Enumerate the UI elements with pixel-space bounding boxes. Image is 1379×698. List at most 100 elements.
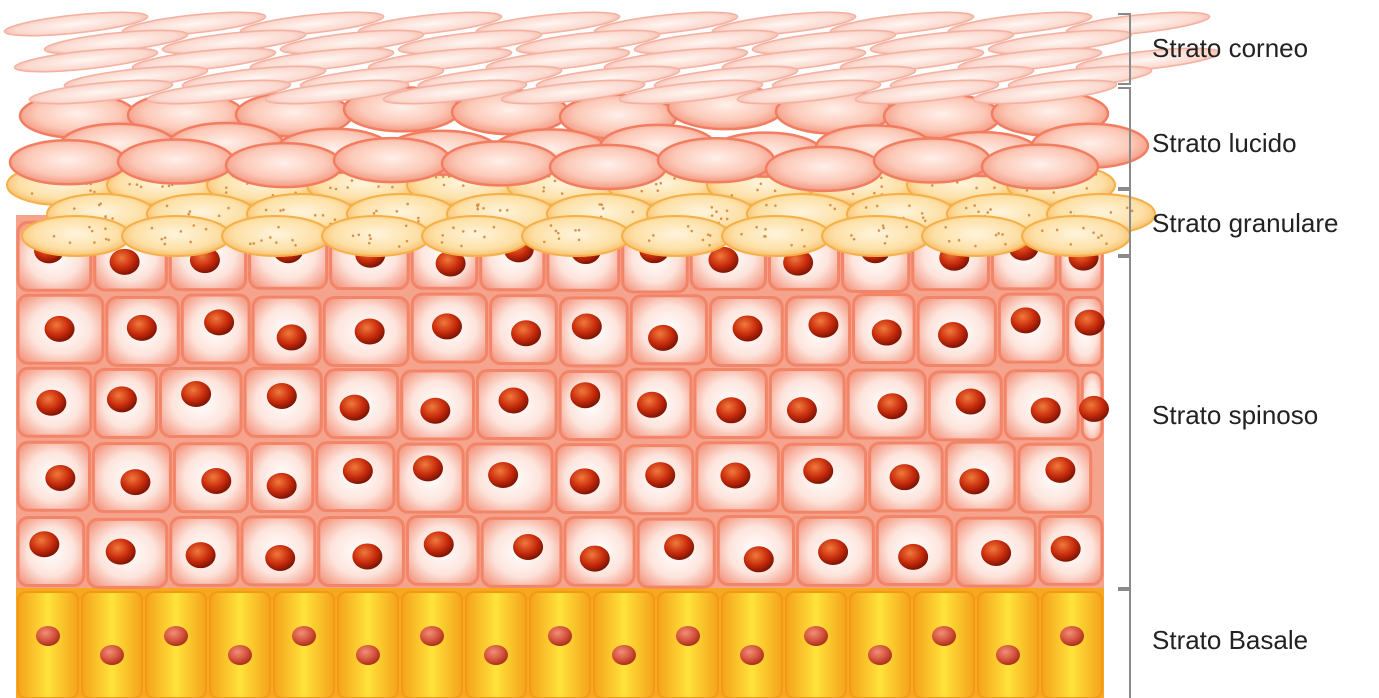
keratohyalin-granule xyxy=(977,210,980,213)
keratohyalin-granule xyxy=(53,235,56,238)
keratohyalin-granule xyxy=(756,189,759,192)
keratohyalin-granule xyxy=(164,243,167,246)
lucidum-cell xyxy=(874,138,990,182)
spinous-nucleus xyxy=(981,540,1011,566)
granular-cell xyxy=(122,216,230,256)
keratohyalin-granule xyxy=(948,240,951,243)
keratohyalin-granule xyxy=(225,191,228,194)
keratohyalin-granule xyxy=(726,210,729,213)
lucidum-cell xyxy=(10,140,126,184)
spinous-nucleus xyxy=(1079,396,1109,422)
keratohyalin-granule xyxy=(993,186,996,189)
keratohyalin-granule xyxy=(997,232,1000,235)
spinous-nucleus xyxy=(201,468,231,494)
lucidum-cell xyxy=(982,145,1098,189)
keratohyalin-granule xyxy=(406,240,409,243)
keratohyalin-granule xyxy=(346,186,349,189)
keratohyalin-granule xyxy=(269,236,272,239)
keratohyalin-granule xyxy=(1070,211,1073,214)
keratohyalin-granule xyxy=(555,230,558,233)
keratohyalin-granule xyxy=(882,227,885,230)
keratohyalin-granule xyxy=(253,242,256,245)
keratohyalin-granule xyxy=(759,182,762,185)
keratohyalin-granule xyxy=(358,233,361,236)
spinous-nucleus xyxy=(956,388,986,414)
keratohyalin-granule xyxy=(543,186,546,189)
keratohyalin-granule xyxy=(755,226,758,229)
keratohyalin-granule xyxy=(189,210,192,213)
basal-nucleus xyxy=(804,626,828,646)
keratohyalin-granule xyxy=(702,239,705,242)
keratohyalin-granule xyxy=(91,230,94,233)
keratohyalin-granule xyxy=(368,242,371,245)
spinous-nucleus xyxy=(1031,397,1061,423)
keratohyalin-granule xyxy=(1026,189,1029,192)
stratum-spinosum-cells xyxy=(18,220,1109,587)
keratohyalin-granule xyxy=(599,203,602,206)
keratohyalin-granule xyxy=(803,245,806,248)
keratohyalin-granule xyxy=(876,205,879,208)
keratohyalin-granule xyxy=(105,238,108,241)
keratohyalin-granule xyxy=(655,183,658,186)
keratohyalin-granule xyxy=(279,209,282,212)
keratohyalin-granule xyxy=(352,234,355,237)
spinous-nucleus xyxy=(898,544,928,570)
lucidum-cell xyxy=(658,138,774,182)
spinous-nucleus xyxy=(204,309,234,335)
keratohyalin-granule xyxy=(1110,211,1113,214)
keratohyalin-granule xyxy=(905,226,908,229)
keratohyalin-granule xyxy=(1052,191,1055,194)
spinous-nucleus xyxy=(1051,536,1081,562)
granular-cell xyxy=(922,216,1030,256)
keratohyalin-granule xyxy=(931,184,934,187)
keratohyalin-granule xyxy=(922,216,925,219)
basal-nucleus xyxy=(1060,626,1084,646)
keratohyalin-granule xyxy=(711,206,714,209)
keratohyalin-granule xyxy=(329,187,332,190)
keratohyalin-granule xyxy=(187,213,190,216)
keratohyalin-granule xyxy=(282,209,285,212)
lucidum-cell xyxy=(334,138,450,182)
spinous-nucleus xyxy=(1011,307,1041,333)
keratohyalin-granule xyxy=(260,239,263,242)
keratohyalin-granule xyxy=(227,207,230,210)
keratohyalin-granule xyxy=(542,190,545,193)
keratohyalin-granule xyxy=(1092,231,1095,234)
spinous-nucleus xyxy=(110,249,140,275)
spinous-nucleus xyxy=(488,462,518,488)
spinous-nucleus xyxy=(890,464,920,490)
keratohyalin-granule xyxy=(687,225,690,228)
keratohyalin-granule xyxy=(499,209,502,212)
keratohyalin-granule xyxy=(322,214,325,217)
spinous-nucleus xyxy=(818,539,848,565)
spinous-nucleus xyxy=(716,397,746,423)
keratohyalin-granule xyxy=(1097,236,1100,239)
keratohyalin-granule xyxy=(774,204,777,207)
keratohyalin-granule xyxy=(711,214,714,217)
spinous-nucleus xyxy=(45,465,75,491)
keratohyalin-granule xyxy=(865,206,868,209)
spinous-nucleus xyxy=(938,322,968,348)
basal-nucleus xyxy=(740,645,764,665)
keratohyalin-granule xyxy=(709,234,712,237)
spinous-nucleus xyxy=(637,392,667,418)
spinous-nucleus xyxy=(1045,457,1075,483)
keratohyalin-granule xyxy=(441,234,444,237)
spinous-nucleus xyxy=(420,398,450,424)
keratohyalin-granule xyxy=(205,228,208,231)
basal-nucleus xyxy=(164,626,188,646)
keratohyalin-granule xyxy=(774,190,777,193)
keratohyalin-granule xyxy=(1086,187,1089,190)
spinous-nucleus xyxy=(511,320,541,346)
keratohyalin-granule xyxy=(462,230,465,233)
label-strato-corneo: Strato corneo xyxy=(1152,33,1308,64)
basal-nucleus xyxy=(356,645,380,665)
keratohyalin-granule xyxy=(1069,243,1072,246)
stratum-corneum-cells xyxy=(3,8,1220,109)
keratohyalin-granule xyxy=(884,242,887,245)
keratohyalin-granule xyxy=(1004,243,1007,246)
keratohyalin-granule xyxy=(973,204,976,207)
keratohyalin-granule xyxy=(275,241,278,244)
granular-cell xyxy=(622,216,730,256)
